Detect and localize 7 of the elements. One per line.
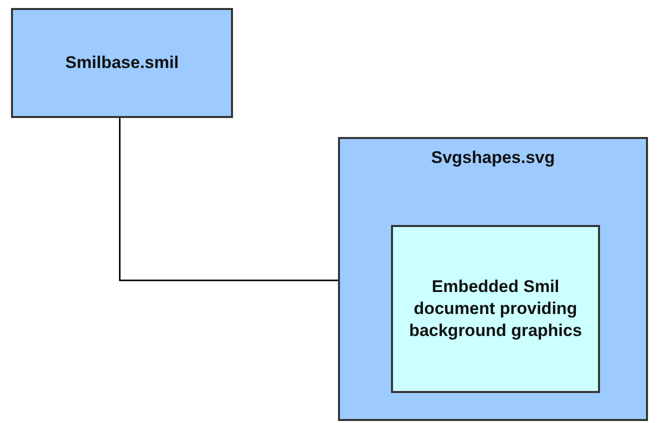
process-box [391, 225, 600, 393]
process-box [11, 8, 233, 118]
box-label: Smilbase.smil [65, 52, 179, 74]
connector-line [119, 118, 338, 282]
container-box [338, 137, 648, 421]
box-label: Embedded Smil document providing background graphics [408, 276, 583, 342]
box-heading: Svgshapes.svg [431, 147, 555, 169]
